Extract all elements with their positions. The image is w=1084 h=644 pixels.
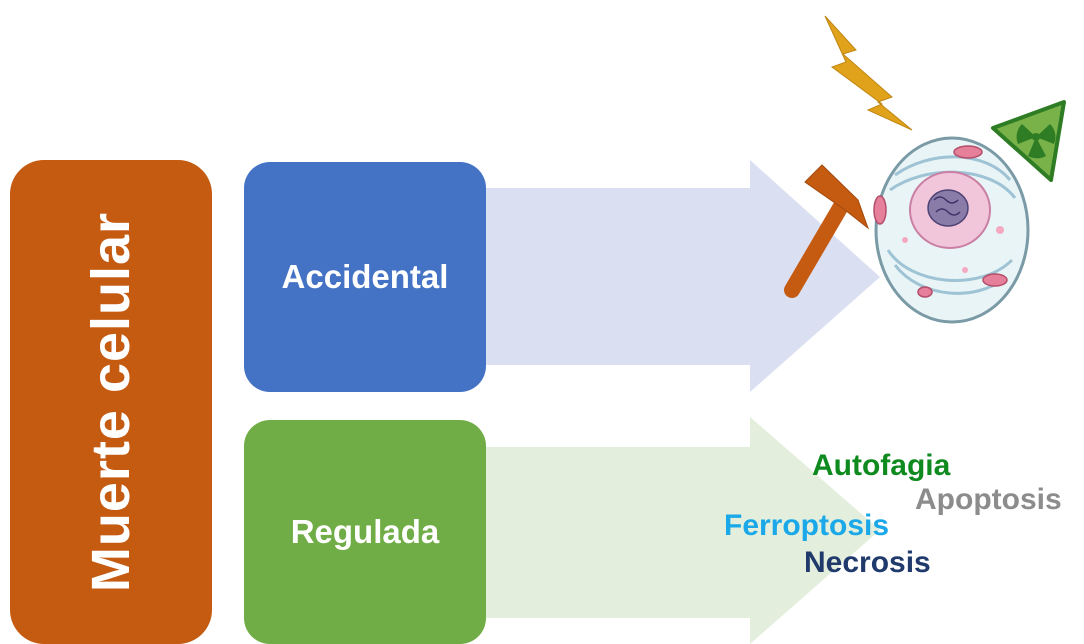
necrosis-label: Necrosis bbox=[804, 546, 931, 579]
lightning-icon bbox=[824, 15, 913, 131]
accidental-label: Accidental bbox=[281, 258, 449, 295]
type-necrosis: Necrosis bbox=[804, 546, 931, 580]
cell-icon bbox=[873, 136, 1030, 324]
accidental-arrow bbox=[470, 160, 880, 392]
radiation-warning-icon bbox=[991, 100, 1066, 182]
type-ferroptosis: Ferroptosis bbox=[724, 509, 889, 543]
apoptosis-label: Apoptosis bbox=[915, 483, 1062, 516]
type-apoptosis: Apoptosis bbox=[915, 483, 1062, 517]
ferroptosis-label: Ferroptosis bbox=[724, 509, 890, 542]
muerte-celular-box bbox=[10, 160, 212, 644]
accidental-box: Accidental bbox=[244, 162, 486, 392]
regulada-arrow bbox=[470, 417, 880, 644]
regulada-box: Regulada bbox=[244, 420, 486, 644]
hammer-icon bbox=[784, 164, 870, 298]
autofagia-label: Autofagia bbox=[812, 449, 951, 482]
regulada-label: Regulada bbox=[290, 513, 440, 550]
type-autofagia: Autofagia bbox=[812, 449, 950, 483]
